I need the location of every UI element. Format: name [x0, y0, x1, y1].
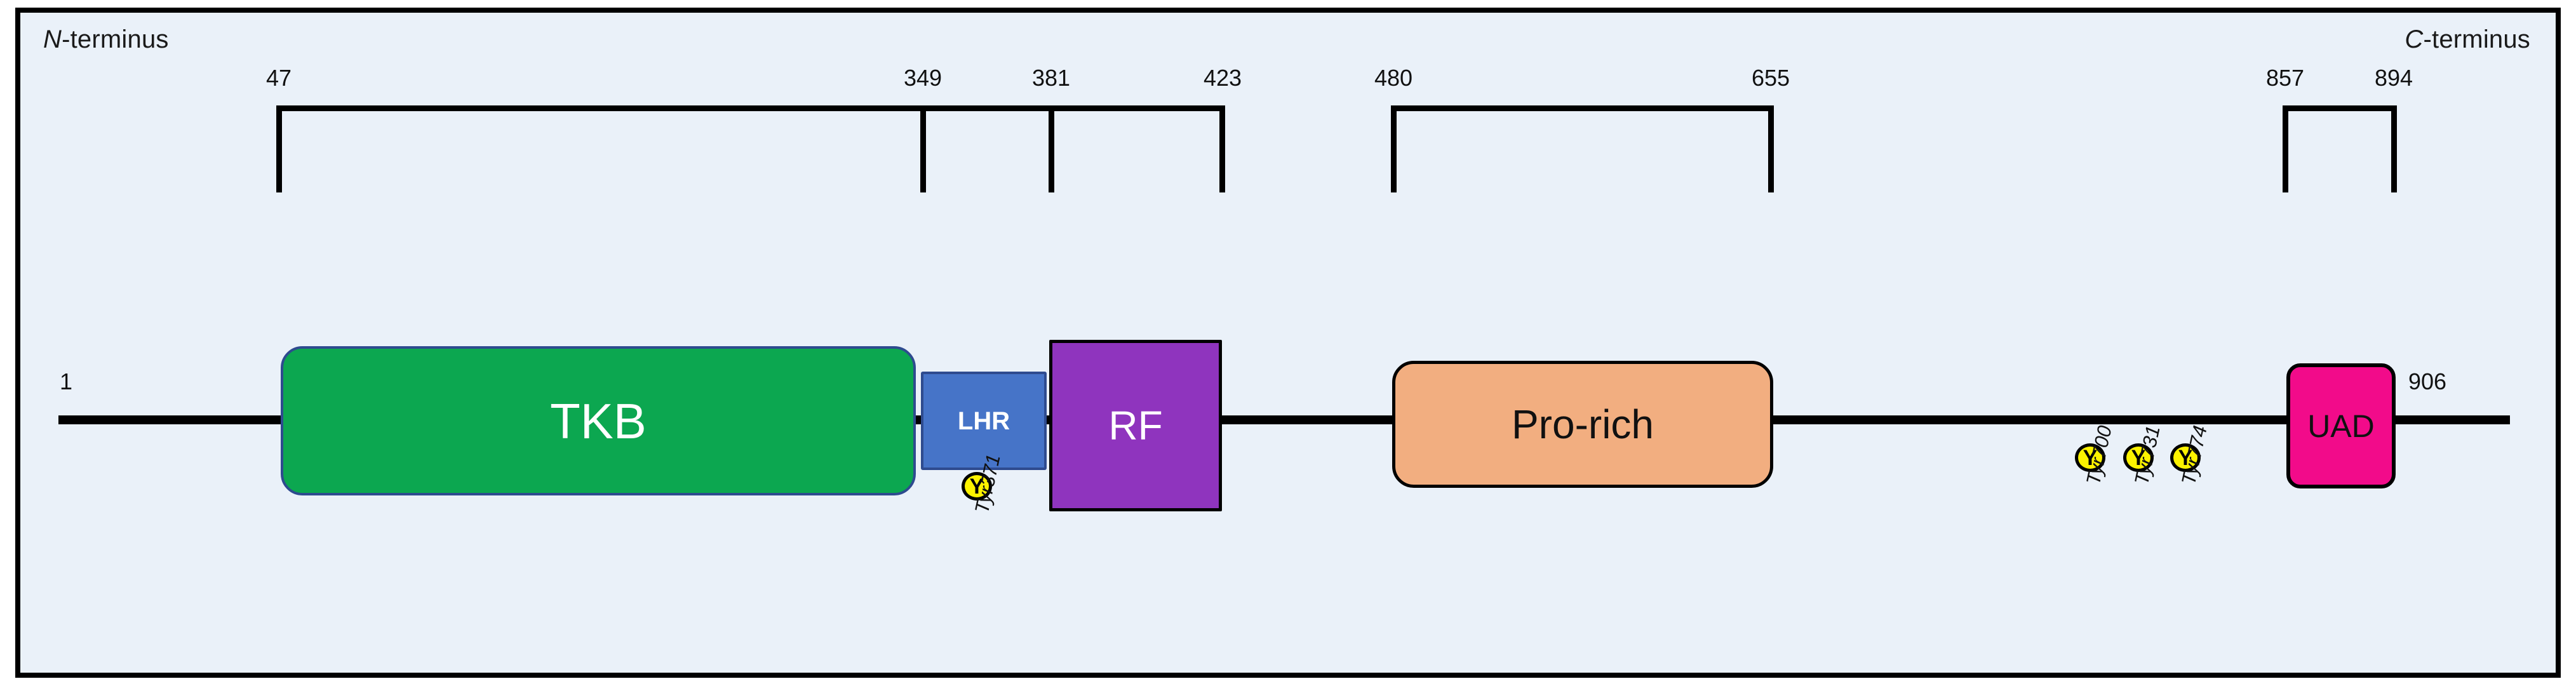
tick-label-47: 47 — [265, 65, 292, 91]
bracket-tick-47 — [276, 105, 282, 192]
bracket-tick-423 — [1219, 105, 1225, 192]
bracket-tick-480 — [1391, 105, 1397, 192]
tick-label-349: 349 — [903, 65, 943, 91]
diagram-panel: N-terminus C-terminus 47 349 381 423 480… — [15, 8, 2561, 678]
residue-start-label: 1 — [60, 368, 73, 394]
tyrosine-glyph: Y — [2178, 445, 2193, 470]
bracket-tick-349 — [920, 105, 926, 192]
tick-label-655: 655 — [1751, 65, 1790, 91]
c-terminus-suffix: -terminus — [2423, 25, 2530, 53]
residue-end-label: 906 — [2408, 368, 2447, 394]
phospho-site-label-tyr700: Tyr700 — [2082, 423, 2116, 487]
domain-rf[interactable]: RF — [1049, 340, 1222, 511]
bracket-tick-381 — [1049, 105, 1054, 192]
phospho-tyrosine-icon-371[interactable]: Y — [962, 472, 992, 501]
bracket-tick-655 — [1768, 105, 1774, 192]
tick-label-423: 423 — [1203, 65, 1242, 91]
c-terminus-label: C-terminus — [2405, 25, 2530, 54]
bracket-top-uad — [2283, 105, 2397, 111]
domain-tkb-label: TKB — [550, 393, 647, 449]
bracket-top-pro-rich — [1391, 105, 1773, 111]
tick-label-381: 381 — [1031, 65, 1071, 91]
n-terminus-letter: N — [43, 25, 62, 53]
domain-tkb[interactable]: TKB — [281, 346, 916, 495]
tick-label-480: 480 — [1374, 65, 1413, 91]
phospho-tyrosine-icon-700[interactable]: Y — [2075, 443, 2105, 472]
c-terminus-letter: C — [2405, 25, 2424, 53]
domain-lhr-label: LHR — [957, 407, 1010, 435]
phospho-site-label-tyr774: Tyr774 — [2177, 423, 2211, 487]
tyrosine-glyph: Y — [2083, 445, 2098, 470]
tyrosine-glyph: Y — [2131, 445, 2146, 470]
tick-label-894: 894 — [2374, 65, 2413, 91]
domain-uad[interactable]: UAD — [2286, 363, 2396, 488]
domain-pro-rich[interactable]: Pro-rich — [1392, 361, 1773, 488]
domain-uad-label: UAD — [2307, 408, 2375, 444]
n-terminus-suffix: -terminus — [62, 25, 169, 53]
domain-rf-label: RF — [1108, 403, 1163, 448]
bracket-top-tkb-rf — [276, 105, 1225, 111]
tick-label-857: 857 — [2265, 65, 2305, 91]
phospho-site-label-tyr731: Tyr731 — [2130, 423, 2164, 487]
domain-pro-rich-label: Pro-rich — [1511, 401, 1654, 447]
bracket-tick-857 — [2283, 105, 2288, 192]
bracket-tick-894 — [2391, 105, 2397, 192]
n-terminus-label: N-terminus — [43, 25, 169, 54]
phospho-tyrosine-icon-731[interactable]: Y — [2123, 443, 2154, 472]
tyrosine-glyph: Y — [969, 474, 984, 499]
domain-lhr[interactable]: LHR — [921, 372, 1047, 470]
phospho-tyrosine-icon-774[interactable]: Y — [2170, 443, 2201, 472]
